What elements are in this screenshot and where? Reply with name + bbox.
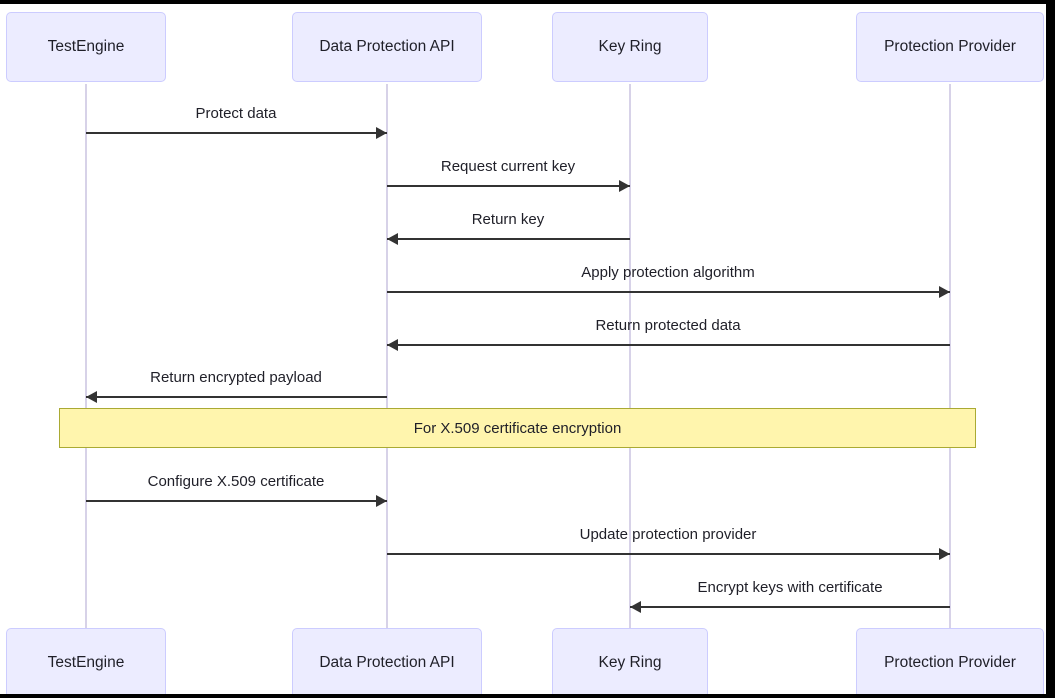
message-line: [387, 291, 950, 293]
note-x509-certificate-encryption: For X.509 certificate encryption: [59, 408, 976, 448]
participant-label: Protection Provider: [884, 654, 1016, 672]
participant-top-testengine[interactable]: TestEngine: [6, 12, 166, 82]
participant-label: Key Ring: [598, 38, 662, 56]
message-line: [630, 606, 950, 608]
lifeline-dataprotectionapi: [386, 84, 388, 628]
participant-label: Key Ring: [598, 654, 662, 672]
arrowhead-right-icon: [619, 180, 630, 192]
participant-bottom-protectionprovider[interactable]: Protection Provider: [856, 628, 1044, 694]
participant-label: Protection Provider: [884, 38, 1016, 56]
lifeline-keyring: [629, 84, 631, 628]
arrowhead-right-icon: [376, 495, 387, 507]
participant-bottom-testengine[interactable]: TestEngine: [6, 628, 166, 694]
participant-bottom-keyring[interactable]: Key Ring: [552, 628, 708, 694]
lifeline-protectionprovider: [949, 84, 951, 628]
message-line: [86, 396, 387, 398]
arrowhead-left-icon: [387, 233, 398, 245]
message-line: [387, 185, 630, 187]
participant-label: TestEngine: [47, 38, 125, 56]
message-label: Return protected data: [595, 317, 741, 334]
message-label: Update protection provider: [579, 526, 757, 543]
participant-label: Data Protection API: [319, 654, 455, 672]
message-label: Request current key: [440, 158, 576, 175]
participant-top-keyring[interactable]: Key Ring: [552, 12, 708, 82]
arrowhead-right-icon: [939, 548, 950, 560]
participant-bottom-dataprotectionapi[interactable]: Data Protection API: [292, 628, 482, 694]
message-line: [86, 132, 387, 134]
participant-label: TestEngine: [47, 654, 125, 672]
participant-top-dataprotectionapi[interactable]: Data Protection API: [292, 12, 482, 82]
message-label: Encrypt keys with certificate: [697, 579, 883, 596]
diagram-sheet: TestEngine Data Protection API Key Ring …: [0, 4, 1046, 694]
message-label: Apply protection algorithm: [581, 264, 755, 281]
message-label: Return key: [471, 211, 545, 228]
arrowhead-right-icon: [939, 286, 950, 298]
arrowhead-left-icon: [630, 601, 641, 613]
message-label: Configure X.509 certificate: [147, 473, 325, 490]
lifeline-testengine: [85, 84, 87, 628]
message-label: Return encrypted payload: [150, 369, 322, 386]
participant-top-protectionprovider[interactable]: Protection Provider: [856, 12, 1044, 82]
message-line: [387, 553, 950, 555]
message-label: Protect data: [195, 105, 277, 122]
participant-label: Data Protection API: [319, 38, 455, 56]
arrowhead-left-icon: [387, 339, 398, 351]
message-line: [387, 344, 950, 346]
arrowhead-right-icon: [376, 127, 387, 139]
message-line: [86, 500, 387, 502]
message-line: [387, 238, 630, 240]
arrowhead-left-icon: [86, 391, 97, 403]
note-label: For X.509 certificate encryption: [413, 419, 622, 437]
